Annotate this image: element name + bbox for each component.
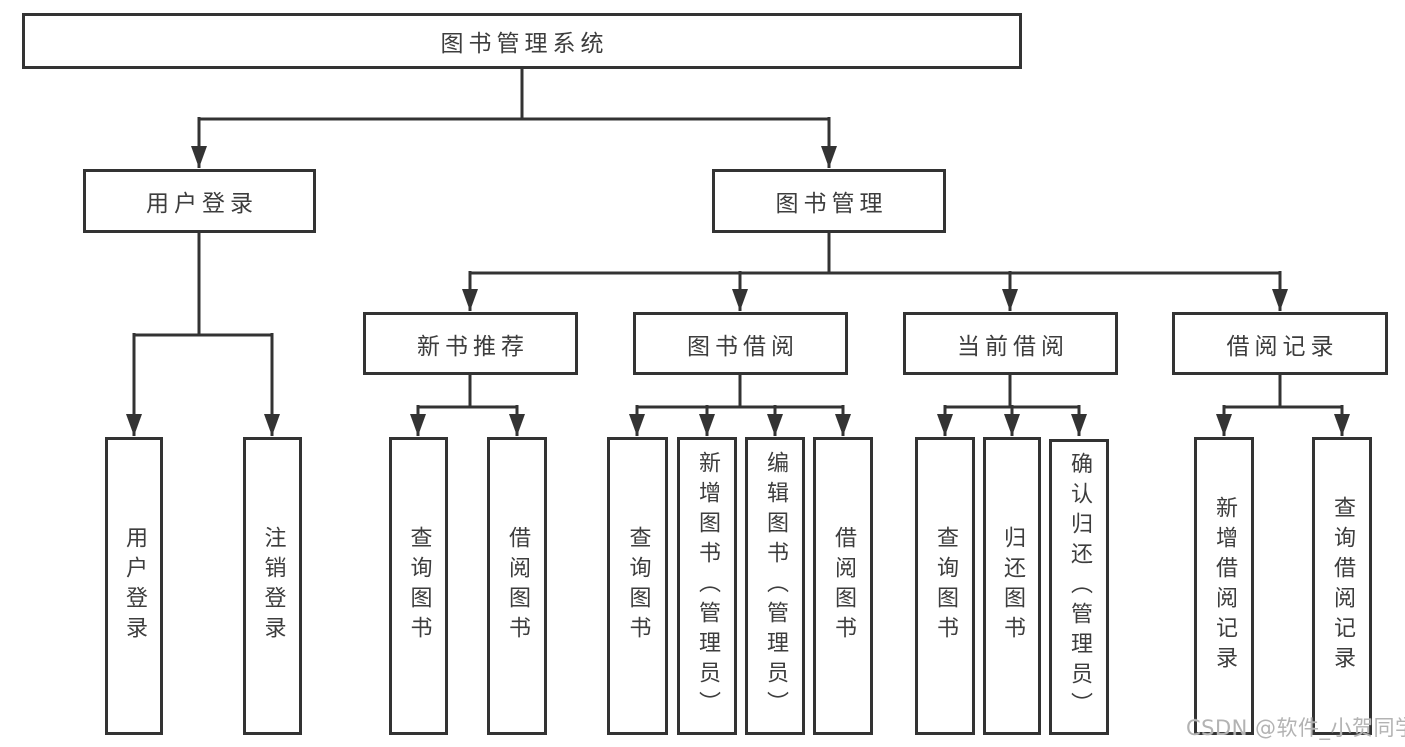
node-borrowing-records-label: 借阅记录 [1226, 333, 1339, 360]
node-library-management-system-label: 图书管理系统 [440, 31, 609, 57]
leaf-current-confirm-return-admin-label: 确认归还（管理员） [1067, 452, 1092, 722]
leaf-user-login-label: 用户登录 [122, 526, 147, 646]
node-library-management-system: 图书管理系统 [22, 13, 1022, 69]
node-user-login-label: 用户登录 [146, 191, 258, 217]
leaf-current-confirm-return-admin: 确认归还（管理员） [1049, 439, 1109, 735]
node-new-book-recommendation-label: 新书推荐 [417, 333, 529, 360]
leaf-newbook-query-books-label: 查询图书 [406, 526, 432, 646]
connector-root-to-level2 [191, 68, 837, 168]
node-current-borrowing-label: 当前借阅 [957, 333, 1069, 360]
leaf-current-return-books-label: 归还图书 [1000, 526, 1025, 646]
connector-user-login-children [126, 232, 280, 436]
leaf-borrowing-add-books-admin-label: 新增图书（管理员） [695, 451, 720, 721]
leaf-logout-label: 注销登录 [260, 526, 286, 646]
leaf-borrowing-add-books-admin: 新增图书（管理员） [677, 437, 737, 735]
connector-new-book-children [410, 374, 525, 436]
node-book-management-label: 图书管理 [775, 191, 888, 217]
leaf-borrowing-query-books-label: 查询图书 [625, 526, 651, 646]
leaf-records-query-record: 查询借阅记录 [1312, 437, 1372, 735]
leaf-current-return-books: 归还图书 [983, 437, 1041, 735]
node-user-login: 用户登录 [83, 169, 316, 233]
leaf-newbook-borrow-books: 借阅图书 [487, 437, 547, 735]
leaf-current-query-books-label: 查询图书 [933, 526, 958, 646]
leaf-user-login: 用户登录 [105, 437, 163, 735]
node-book-borrowing: 图书借阅 [633, 312, 848, 375]
leaf-borrowing-borrow-books: 借阅图书 [813, 437, 873, 735]
leaf-borrowing-borrow-books-label: 借阅图书 [831, 526, 856, 646]
leaf-records-add-record: 新增借阅记录 [1194, 437, 1254, 735]
leaf-borrowing-query-books: 查询图书 [607, 437, 668, 735]
node-book-management: 图书管理 [712, 169, 946, 233]
csdn-watermark: CSDN @软件_小贺同学 [1186, 716, 1405, 740]
leaf-records-add-record-label: 新增借阅记录 [1212, 496, 1237, 676]
leaf-newbook-query-books: 查询图书 [389, 437, 448, 735]
leaf-logout: 注销登录 [243, 437, 302, 735]
node-book-borrowing-label: 图书借阅 [687, 333, 799, 360]
node-new-book-recommendation: 新书推荐 [363, 312, 578, 375]
node-current-borrowing: 当前借阅 [903, 312, 1118, 375]
connector-borrowing-records-children [1216, 374, 1350, 436]
connector-book-borrowing-children [629, 374, 851, 436]
connector-book-management-children [462, 232, 1288, 311]
leaf-borrowing-edit-books-admin-label: 编辑图书（管理员） [763, 451, 788, 721]
leaf-newbook-borrow-books-label: 借阅图书 [505, 526, 530, 646]
leaf-borrowing-edit-books-admin: 编辑图书（管理员） [745, 437, 805, 735]
node-borrowing-records: 借阅记录 [1172, 312, 1388, 375]
leaf-current-query-books: 查询图书 [915, 437, 975, 735]
leaf-records-query-record-label: 查询借阅记录 [1330, 496, 1355, 676]
connector-current-borrowing-children [937, 374, 1087, 436]
